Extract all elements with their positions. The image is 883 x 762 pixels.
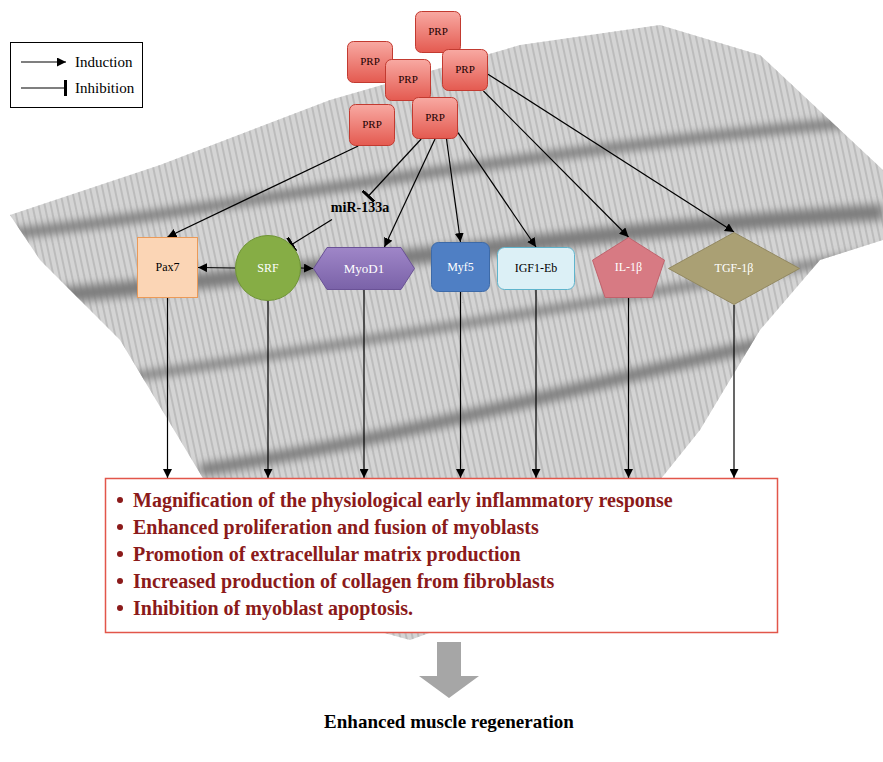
induction-connector [535,290,536,478]
prp-box-shape [413,98,458,139]
node-text: PRP [398,73,418,86]
pax7-box: Pax7 [137,237,198,298]
outcome-text: Promotion of extracellular matrix produc… [133,542,521,566]
outcome-box: Magnification of the physiological early… [105,478,778,633]
induction-connector [168,146,359,237]
bullet-dot [117,497,123,503]
legend-box: InductionInhibition [10,42,143,108]
node-text: PRP [362,118,382,131]
outcome-text: Enhanced proliferation and fusion of myo… [133,515,539,539]
node-text: Myf5 [447,260,474,274]
prp-box: PRP [415,11,461,53]
inhibition-connector [291,220,332,245]
prp-box-shape [416,12,461,53]
node-text: PRP [425,111,445,124]
node-text: MyoD1 [344,261,384,277]
induction-sample [19,54,69,70]
node-text: TGF-1β [715,261,754,275]
conclusion-text: Enhanced muscle regeneration [324,711,574,732]
myf5-box: Myf5 [431,242,490,292]
induction-connector [733,305,734,478]
tgf-diamond-shape [669,233,800,305]
igf1-box: IGF1-Eb [497,247,575,290]
node-text: SRF [257,261,278,275]
prp-box-shape [350,105,395,146]
legend-row: Induction [19,49,134,75]
prp-box: PRP [349,104,395,146]
induction-connector [301,267,313,269]
pax7-box-shape [138,238,198,298]
outcome-text: Increased production of collagen from fi… [133,569,554,593]
mirna-label: miR-133a [320,197,400,220]
fiber-bands [0,120,883,470]
bullet-row: Enhanced proliferation and fusion of myo… [117,513,539,540]
induction-connector [460,292,461,478]
legend-line [21,61,66,62]
legend-row: Inhibition [19,75,134,101]
igf1-box-shape [498,248,575,290]
induction-connector [198,267,235,269]
legend-line [21,87,66,88]
node-text: PRP [360,55,380,68]
bullet-dot [117,605,123,611]
myod1-hexagon-shape [314,248,415,290]
bullet-dot [117,578,123,584]
bullet-row: Magnification of the physiological early… [117,486,673,513]
il1b-pentagon: IL-1β [592,237,665,298]
legend-text: Inhibition [75,79,134,97]
induction-connector [488,74,734,232]
myf5-box-shape [432,243,490,292]
legend-text: Induction [75,53,133,71]
bullet-dot [117,524,123,530]
outcome-text: Inhibition of myoblast apoptosis. [133,596,413,620]
outcome-text: Magnification of the physiological early… [133,488,673,512]
tgf-diamond: TGF-1β [668,232,800,305]
induction-connector [363,290,364,478]
bullet-row: Increased production of collagen from fi… [117,567,554,594]
induction-connector [267,301,268,478]
srf-circle-shape [236,236,301,301]
il1b-pentagon-shape [593,238,665,298]
node-text: IGF1-Eb [515,261,558,275]
myod1-hexagon: MyoD1 [313,247,415,290]
prp-box-shape [443,50,488,91]
node-text: miR-133a [331,200,389,217]
induction-connector [458,133,536,247]
inhibition-sample [19,80,69,96]
inhibition-connector [368,139,421,197]
induction-connector [447,139,461,242]
result-block-arrow [419,642,479,698]
node-text: IL-1β [615,260,642,274]
prp-box: PRP [442,49,488,91]
srf-circle: SRF [235,235,301,301]
prp-box: PRP [385,59,431,101]
outcome-box-shape [106,479,778,633]
bullet-row: Inhibition of myoblast apoptosis. [117,594,413,621]
prp-box-shape [386,60,431,101]
node-text: PRP [455,63,475,76]
induction-connector [384,139,435,247]
label-box: Enhanced muscle regeneration [324,711,574,734]
bullet-dot [117,551,123,557]
node-text: PRP [428,25,448,38]
induction-connector [167,298,168,478]
induction-connector [628,298,629,478]
fiber-band [200,330,820,470]
bullet-row: Promotion of extracellular matrix produc… [117,540,521,567]
induction-connector [483,91,628,237]
node-text: Pax7 [156,260,180,274]
prp-box: PRP [412,97,458,139]
